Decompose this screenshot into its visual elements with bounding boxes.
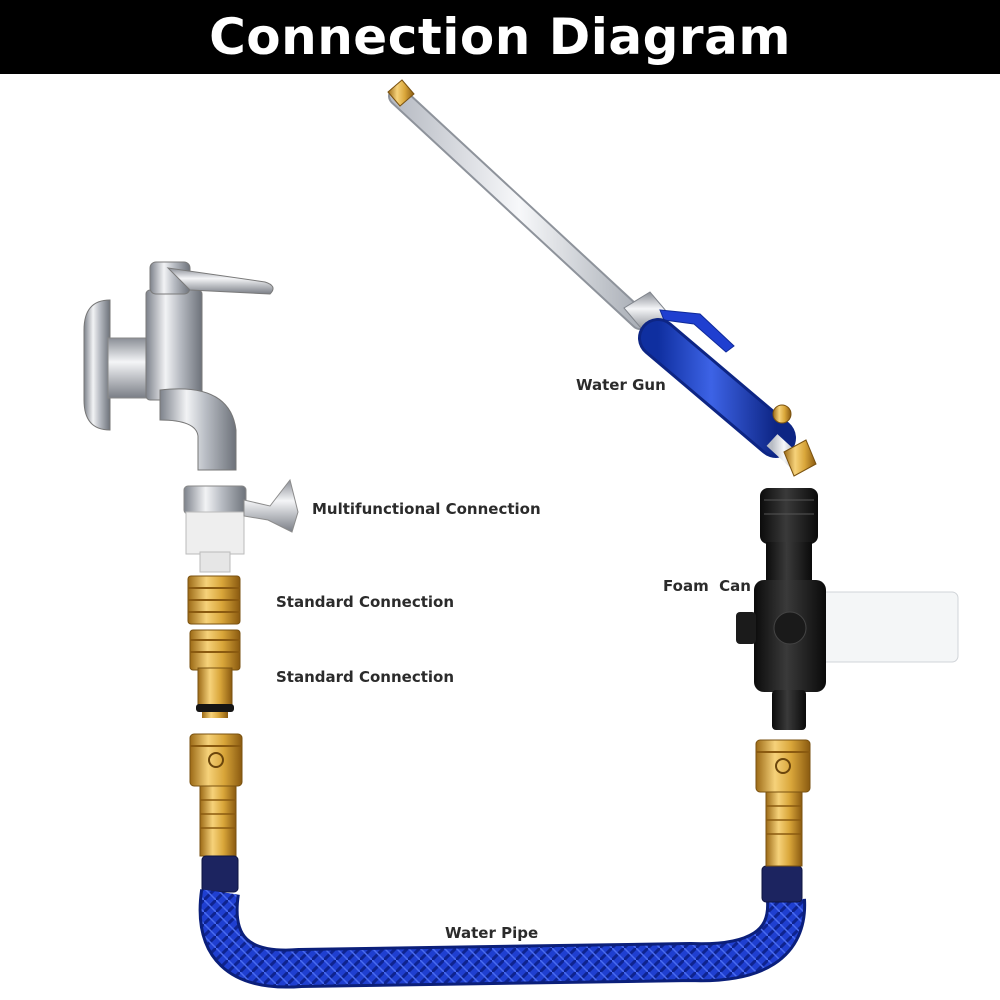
multifunctional-connection-label: Multifunctional Connection (312, 500, 541, 518)
water-pipe-label: Water Pipe (445, 924, 539, 942)
foam-can-image (736, 488, 959, 730)
right-hose-connector-image (755, 739, 811, 903)
foam-can-label: Foam Can (663, 577, 751, 595)
standard-connection-label-2: Standard Connection (276, 668, 455, 686)
standard-connection-1-image (187, 575, 241, 625)
standard-connection-2-image (189, 629, 241, 718)
water-gun-image (387, 79, 817, 477)
water-gun-label: Water Gun (576, 376, 666, 394)
left-hose-connector-image (189, 733, 243, 893)
multifunctional-connection-image (183, 478, 299, 573)
standard-connection-label-1: Standard Connection (276, 593, 455, 611)
page-title: Connection Diagram (209, 8, 791, 66)
title-bar: Connection Diagram (0, 0, 1000, 74)
faucet-image (83, 261, 274, 471)
water-pipe-image (198, 889, 807, 989)
